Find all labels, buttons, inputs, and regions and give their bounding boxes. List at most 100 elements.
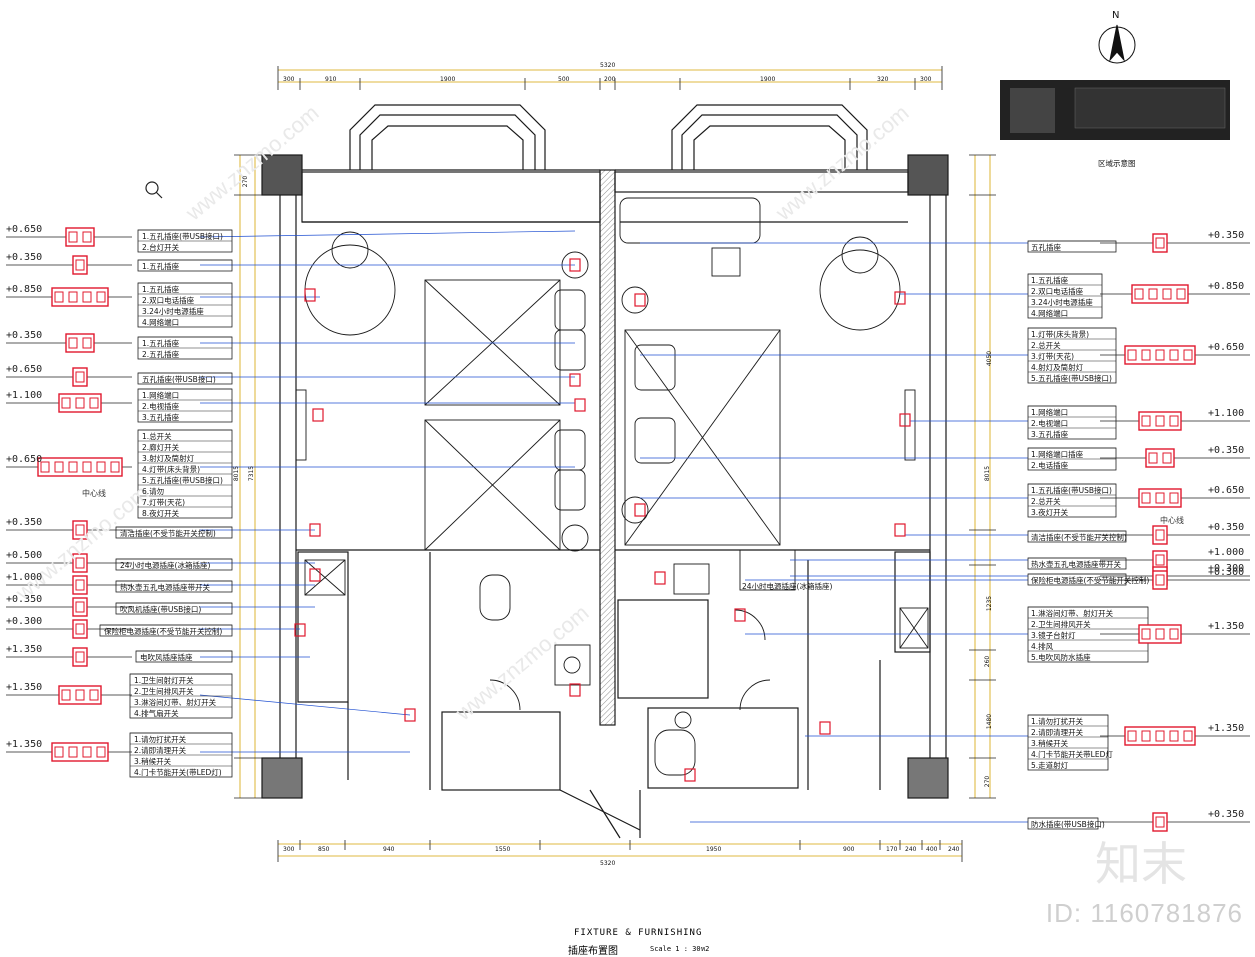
dimension-text: 240 [905, 846, 917, 853]
dimension-text: 850 [318, 846, 330, 853]
legend-note: 2.请即清理开关 [1031, 728, 1084, 737]
fixture-mark [819, 721, 831, 735]
legend-note: 3.24小时电源插座 [1031, 298, 1093, 307]
fixture-mark [304, 288, 316, 302]
level-label: +0.350 [6, 330, 43, 341]
socket-symbol [1152, 233, 1168, 253]
north-label: N [1112, 10, 1120, 21]
legend-note: 防水插座(带USB接口) [1031, 820, 1105, 829]
dimension-text: 1950 [706, 846, 722, 853]
level-label: +0.300 [6, 616, 43, 627]
key-plan [1000, 80, 1230, 140]
dimension-text: 260 [984, 655, 992, 668]
legend-note: 4.排风 [1031, 642, 1054, 651]
level-label: +0.650 [1208, 485, 1245, 496]
socket-symbol [72, 647, 88, 667]
legend-note: 24小时电源插座(冰箱插座) [742, 582, 833, 591]
drawing-title-en: FIXTURE & FURNISHING [574, 928, 703, 938]
socket-symbols [37, 227, 1196, 832]
walls [261, 104, 949, 839]
legend-note: 1.网络端口插座 [1031, 450, 1084, 459]
dimension-text: 200 [604, 76, 616, 83]
level-label: +0.650 [6, 454, 43, 465]
fixture-mark [634, 293, 646, 307]
dimension-text: 7315 [248, 465, 256, 482]
legend-note: 2.总开关 [1031, 497, 1061, 506]
legend-note: 2.总开关 [1031, 341, 1061, 350]
level-label: +1.350 [6, 739, 43, 750]
legend-note: 五孔插座(带USB接口) [142, 375, 216, 384]
fixture-mark [574, 398, 586, 412]
dimension-text: 1480 [986, 713, 994, 730]
socket-symbol [72, 597, 88, 617]
dimension-text: 1900 [760, 76, 776, 83]
level-label: +0.350 [1208, 522, 1245, 533]
legend-note: 7.灯带(天花) [142, 498, 186, 507]
fixture-mark [634, 503, 646, 517]
legend-note: 3.稍候开关 [1031, 739, 1069, 748]
key-plan-label: 区域示意图 [1098, 159, 1136, 168]
dimension-text: 1900 [440, 76, 456, 83]
fixture-mark [899, 413, 911, 427]
socket-symbol [72, 255, 88, 275]
legend-note: 4.灯带(床头背景) [142, 465, 201, 474]
legend-note: 3.镜子台射灯 [1031, 631, 1076, 640]
fixture-mark [569, 373, 581, 387]
fixture-mark [684, 768, 696, 782]
dimension-text: 270 [984, 775, 992, 788]
level-label: +1.350 [6, 644, 43, 655]
socket-symbol [65, 333, 95, 353]
level-label: +0.650 [6, 364, 43, 375]
legend-note: 3.五孔插座 [1031, 430, 1069, 439]
legend-note: 1.五孔插座(带USB接口) [142, 232, 223, 241]
legend-note: 清洁插座(不受节能开关控制) [120, 529, 216, 538]
dimension-text: 170 [886, 846, 898, 853]
legend-note: 2.双口电话插座 [1031, 287, 1084, 296]
magnifier-icon [145, 181, 163, 199]
level-label: +0.350 [1208, 809, 1245, 820]
legend-note: 5.走道射灯 [1031, 761, 1069, 770]
legend-note: 1.五孔插座 [142, 285, 180, 294]
fixture-mark [312, 408, 324, 422]
fixture-mark [294, 623, 306, 637]
socket-symbol [1152, 570, 1168, 590]
level-label: +1.100 [1208, 408, 1245, 419]
legend-note: 电吹风插座插座 [140, 653, 193, 662]
legend-note: 1.请勿打扰开关 [134, 735, 187, 744]
fixture-mark [309, 523, 321, 537]
socket-symbol [51, 742, 109, 762]
socket-symbol [1124, 726, 1196, 746]
legend-note: 热水壶五孔电源插座带开关 [120, 583, 210, 592]
level-label: +0.300 [1208, 563, 1245, 574]
legend-note: 1.请勿打扰开关 [1031, 717, 1084, 726]
legend-note: 吹风机插座(带USB接口) [120, 605, 202, 614]
legend-note: 4.门卡节能开关带LED灯 [1031, 750, 1113, 759]
socket-symbol [72, 520, 88, 540]
socket-symbol [1138, 624, 1182, 644]
level-label: +0.850 [1208, 281, 1245, 292]
level-label: +0.350 [1208, 230, 1245, 241]
legend-note: 1.卫生间射灯开关 [134, 676, 194, 685]
dimension-text: 4050 [986, 350, 994, 367]
legend-note: 2.五孔插座 [142, 350, 180, 359]
dimension-text: 1235 [986, 595, 994, 612]
socket-symbol [1152, 550, 1168, 570]
dimension-text: 300 [283, 846, 295, 853]
level-label: +1.100 [6, 390, 43, 401]
brand-logo: 知末 [1095, 837, 1187, 891]
fixture-mark [894, 291, 906, 305]
center-line-label: 中心线 [82, 489, 106, 498]
fixture-mark [569, 683, 581, 697]
legend-note: 3.夜灯开关 [1031, 508, 1069, 517]
dimension-text: 8015 [233, 465, 241, 482]
dimension-text: 5320 [600, 62, 616, 69]
socket-symbol [37, 457, 123, 477]
level-label: +0.300 [1208, 567, 1245, 578]
dimension-lines [234, 66, 996, 862]
socket-symbol [1124, 345, 1196, 365]
legend-note: 5.五孔插座(带USB接口) [1031, 374, 1112, 383]
level-label: +1.000 [6, 572, 43, 583]
drawing-scale: Scale 1 : 30ห2 [650, 945, 710, 953]
dimension-text: 300 [920, 76, 932, 83]
